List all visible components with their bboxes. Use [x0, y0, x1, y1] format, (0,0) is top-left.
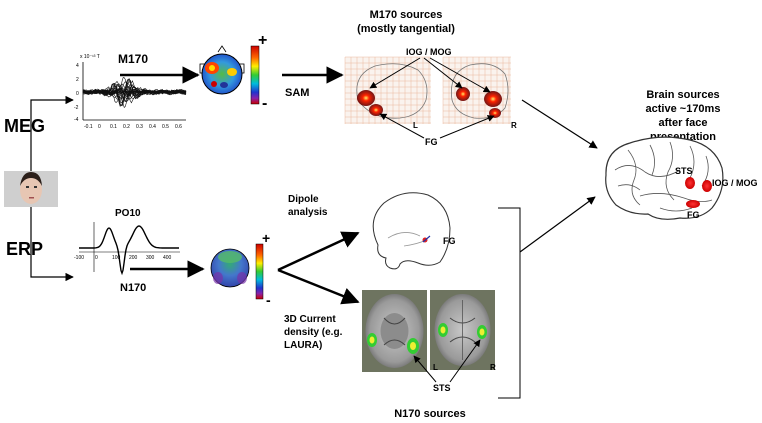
n170-sources-caption: N170 sources — [394, 408, 466, 420]
meg-y-ticks: 4 2 0 -2 -4 — [74, 63, 79, 123]
laura-mri-right — [430, 290, 495, 370]
result-brain — [605, 136, 724, 220]
sts-label: STS — [433, 383, 451, 393]
face-photo — [4, 171, 58, 207]
laura-label-1: 3D Current — [284, 314, 336, 325]
meg-right-label: R — [511, 121, 517, 130]
result-sts-label: STS — [675, 166, 693, 176]
dipole-fg-label: FG — [443, 236, 456, 246]
result-title-1: Brain sources — [646, 89, 719, 101]
result-iog-label: IOG / MOG — [712, 178, 758, 188]
laura-right-label: R — [490, 363, 496, 372]
fg-arrow-right — [439, 115, 495, 139]
meg-branch-line — [30, 95, 74, 171]
laura-label-3: LAURA) — [284, 340, 322, 351]
sam-label: SAM — [285, 87, 309, 99]
m170-sources-subtitle: (mostly tangential) — [357, 23, 455, 35]
meg-label: MEG — [4, 116, 45, 136]
laura-label-2: density (e.g. — [284, 327, 343, 338]
erp-x-tick: 100 — [112, 255, 121, 261]
fg-arrow-left — [379, 113, 425, 139]
meg-y-tick: 2 — [76, 77, 79, 83]
dipole-label-1: Dipole — [288, 194, 319, 205]
meg-x-tick: 0 — [98, 124, 101, 130]
result-iog-blob — [702, 180, 712, 192]
iog-arrow-mid — [423, 57, 463, 89]
to-dipole-arrow — [277, 231, 360, 272]
laura-mri-left — [362, 290, 427, 372]
iog-arrow-right — [429, 57, 491, 93]
meg-colorbar-plus: + — [258, 32, 267, 49]
erp-topomap — [210, 248, 250, 288]
to-laura-arrow — [277, 268, 360, 305]
erp-waveform-plot: PO10 -100 0 100 200 300 400 — [74, 208, 180, 276]
meg-x-tick: 0.4 — [149, 124, 156, 130]
meg-traces — [82, 77, 187, 109]
erp-colorbar-plus: + — [262, 230, 270, 246]
laura-left-label: L — [433, 363, 438, 372]
n170-bracket — [498, 207, 521, 399]
meg-x-tick: -0.1 — [84, 124, 93, 130]
erp-label: ERP — [6, 239, 43, 259]
result-title-3: after face — [659, 117, 708, 129]
result-fg-blob — [686, 200, 700, 208]
iog-mog-label: IOG / MOG — [406, 47, 452, 57]
meg-x-tick: 0.5 — [162, 124, 169, 130]
dipole-head-outline — [372, 192, 451, 270]
meg-to-result-arrow — [521, 99, 598, 149]
meg-colorbar: + - — [250, 32, 267, 112]
erp-branch-line — [30, 207, 74, 282]
m170-sources-title: M170 sources — [370, 9, 443, 21]
meg-topomap — [199, 45, 245, 95]
erp-x-tick: 400 — [163, 255, 172, 261]
meg-x-ticks: -0.1 0 0.1 0.2 0.3 0.4 0.5 0.6 — [84, 124, 182, 130]
erp-to-result-arrow — [519, 196, 596, 253]
meg-y-tick: 0 — [76, 91, 79, 97]
meg-trace — [82, 90, 187, 94]
n170-label: N170 — [120, 282, 146, 294]
meg-x-tick: 0.3 — [136, 124, 143, 130]
meg-fg-label: FG — [425, 137, 438, 147]
meg-waveform-title: M170 — [118, 52, 148, 66]
meg-left-label: L — [413, 121, 418, 130]
erp-x-ticks: -100 0 100 200 300 400 — [74, 255, 172, 261]
meg-y-tick: -2 — [74, 105, 79, 111]
meg-waveform-plot: M170 x 10⁻¹³ T 4 2 0 -2 -4 -0.1 0 0.1 0.… — [74, 52, 187, 130]
meg-x-tick: 0.6 — [175, 124, 182, 130]
erp-channel-title: PO10 — [115, 208, 141, 219]
meg-source-map-right — [442, 56, 511, 124]
meg-colorbar-minus: - — [262, 95, 267, 112]
meg-source-map-left — [344, 56, 431, 124]
iog-arrow-left — [369, 57, 421, 89]
meg-y-tick: -4 — [74, 117, 79, 123]
meg-x-tick: 0.1 — [110, 124, 117, 130]
erp-x-tick: 300 — [146, 255, 155, 261]
result-fg-label: FG — [687, 210, 700, 220]
result-title-2: active ~170ms — [646, 103, 721, 115]
meg-y-scale: x 10⁻¹³ T — [80, 54, 100, 60]
dipole-label-2: analysis — [288, 207, 328, 218]
erp-colorbar-minus: - — [266, 292, 271, 308]
meg-x-tick: 0.2 — [123, 124, 130, 130]
erp-x-tick: 0 — [95, 255, 98, 261]
erp-x-tick: -100 — [74, 255, 84, 261]
result-sts-blob — [685, 177, 695, 189]
erp-x-tick: 200 — [129, 255, 138, 261]
sts-arrow-left — [413, 355, 437, 383]
erp-colorbar: + - — [255, 230, 271, 308]
meg-trace — [82, 80, 187, 109]
meg-y-tick: 4 — [76, 63, 79, 69]
sts-arrow-right — [449, 339, 481, 383]
